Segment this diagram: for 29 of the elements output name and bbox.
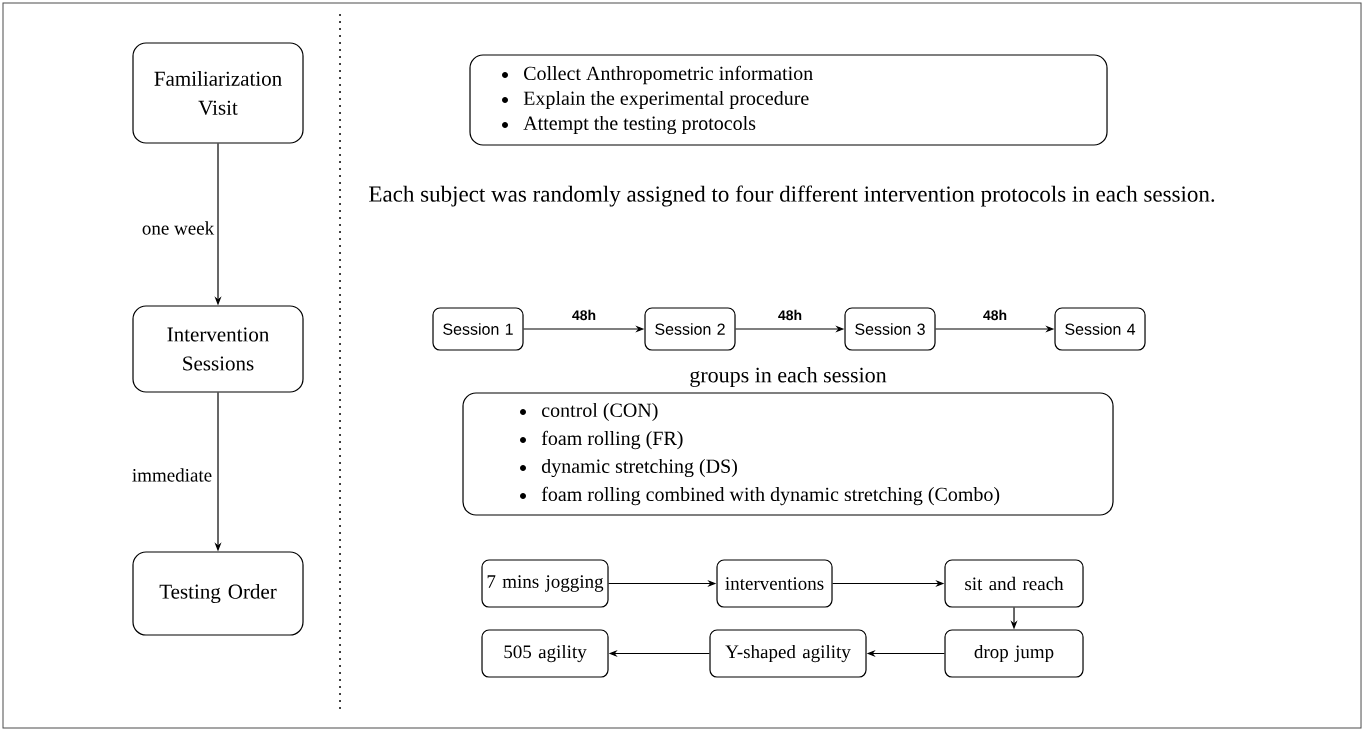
session-box: Session 4 — [1054, 307, 1146, 351]
step-box: Y-shaped agility — [709, 629, 867, 678]
list-item: foam rolling combined with dynamic stretching (Combo) — [541, 486, 1000, 506]
list-item: foam rolling (FR) — [541, 430, 683, 450]
edge-label: 48h — [570, 308, 598, 322]
note-text: Each subject was randomly assigned to four different intervention protocols in each session. — [369, 185, 1215, 207]
step-box: sit and reach — [944, 559, 1084, 608]
step-box: 7 mins jogging — [481, 559, 609, 608]
edge-label: 48h — [981, 308, 1009, 322]
step-box: interventions — [716, 559, 833, 608]
session-box: Session 2 — [644, 307, 736, 351]
edge-label: 48h — [776, 308, 804, 322]
list-item: Collect Anthropometric information — [524, 65, 813, 85]
list-item: Attempt the testing protocols — [523, 115, 756, 135]
stage-box: Familiarization Visit — [132, 42, 304, 144]
list-item: control (CON) — [542, 402, 658, 422]
stage-box: Intervention Sessions — [132, 305, 304, 393]
edge-label: one week — [140, 220, 216, 236]
list-item: dynamic stretching (DS) — [541, 458, 737, 478]
edge-label: immediate — [130, 467, 214, 483]
bullet-list-box — [469, 54, 1108, 146]
session-box: Session 3 — [844, 307, 936, 351]
group-list-box — [462, 367, 1114, 516]
stage-box: Testing Order — [132, 551, 304, 636]
section-heading: groups in each session — [690, 367, 887, 387]
list-item: Explain the experimental procedure — [523, 90, 809, 110]
step-box: 505 agility — [481, 629, 609, 678]
session-box: Session 1 — [432, 307, 524, 351]
step-box: drop jump — [944, 629, 1084, 678]
